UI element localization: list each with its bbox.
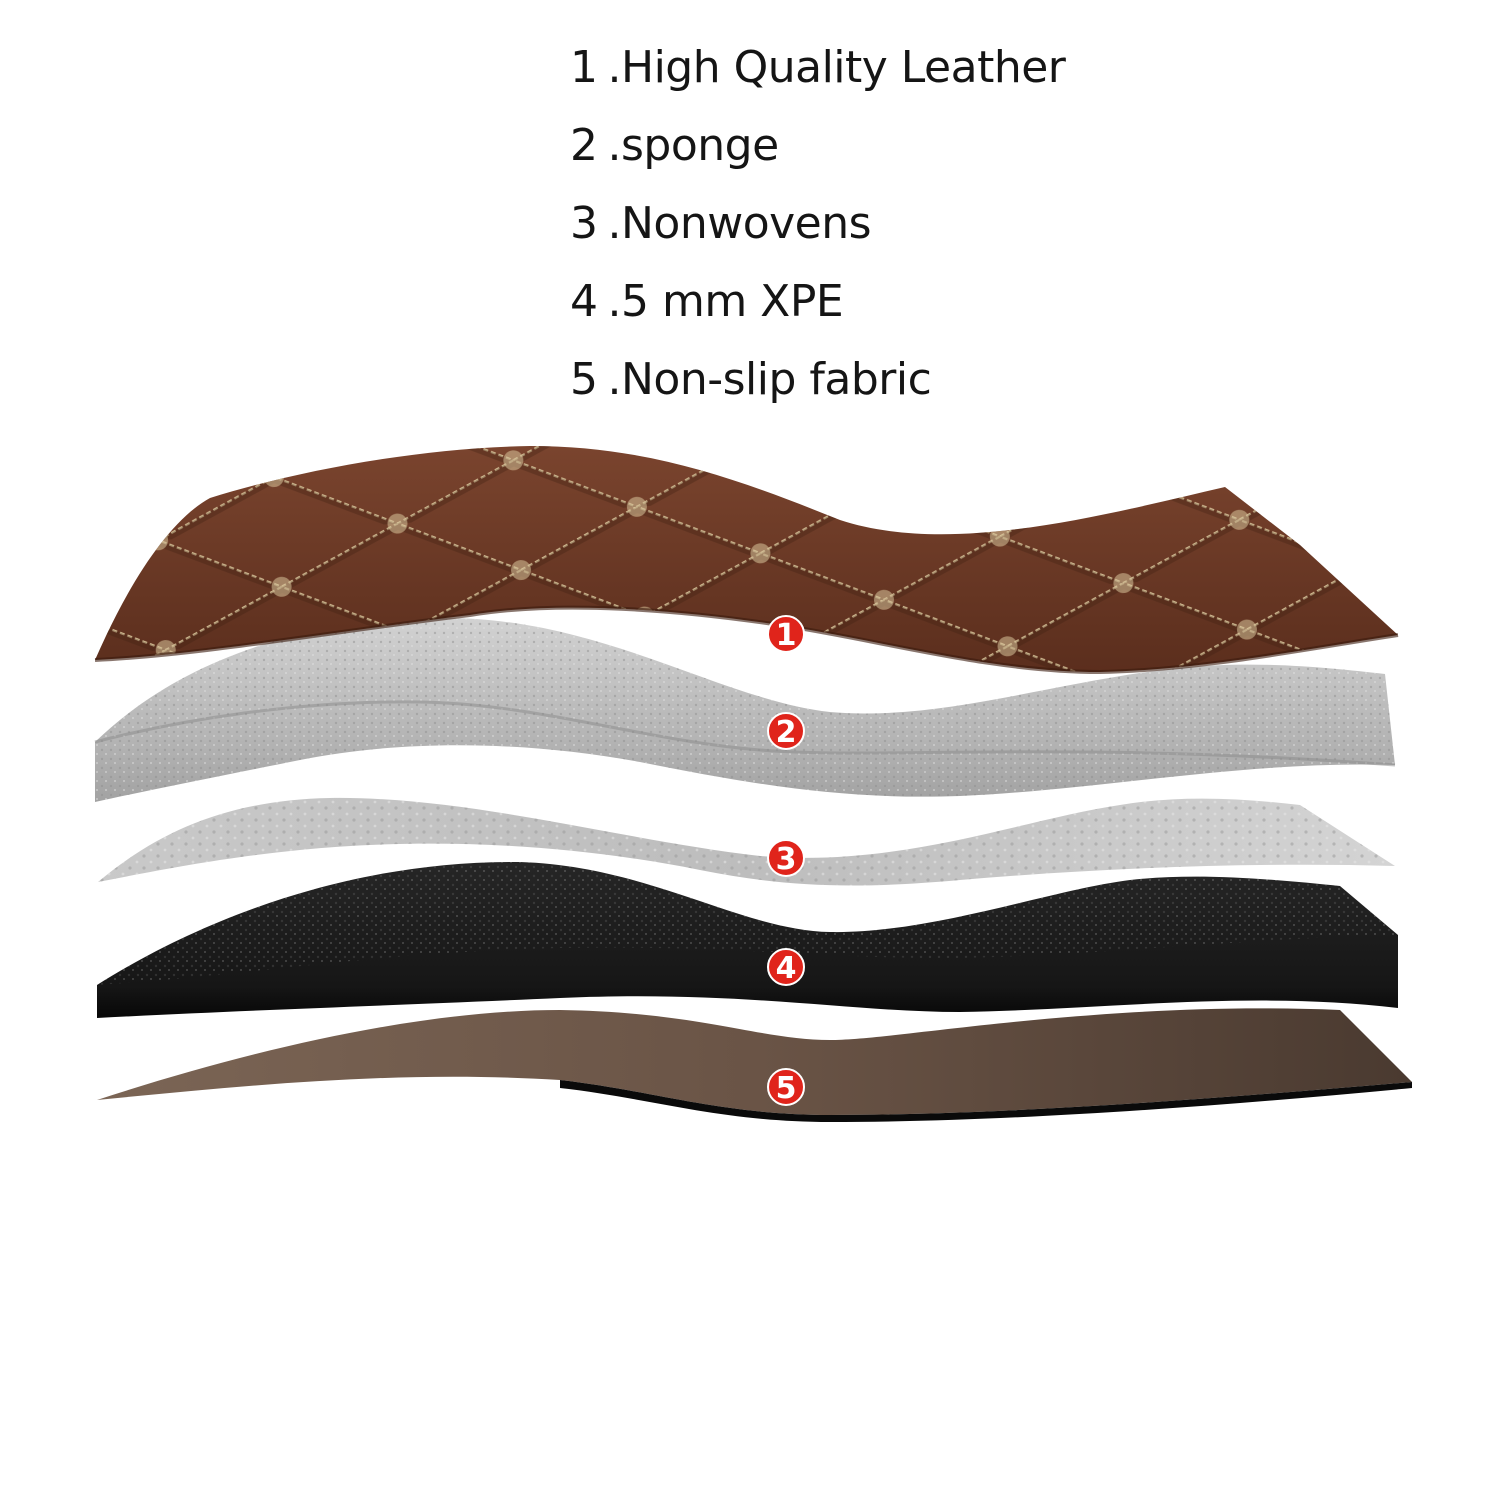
layer-nonwovens xyxy=(98,797,1395,886)
svg-text:5: 5 xyxy=(776,1071,797,1106)
svg-text:1: 1 xyxy=(776,618,797,653)
legend-item-sponge: 2.sponge xyxy=(570,120,779,171)
svg-text:4: 4 xyxy=(776,951,797,986)
badge-4: 4 xyxy=(767,948,805,986)
badge-1: 1 xyxy=(767,615,805,653)
badge-5: 5 xyxy=(767,1068,805,1106)
legend-item-non-slip-fabric: 5.Non-slip fabric xyxy=(570,354,932,405)
layer-xpe xyxy=(97,861,1398,1018)
layer-sponge xyxy=(94,617,1396,802)
layer-legend: 1.High Quality Leather 2.sponge 3.Nonwov… xyxy=(570,38,1270,428)
layer-non-slip-fabric xyxy=(97,1008,1412,1122)
badge-3: 3 xyxy=(767,839,805,877)
legend-item-leather: 1.High Quality Leather xyxy=(570,42,1066,93)
badge-2: 2 xyxy=(767,712,805,750)
layer-leather xyxy=(94,446,1399,675)
legend-item-xpe: 4.5 mm XPE xyxy=(570,276,844,327)
legend-item-nonwovens: 3.Nonwovens xyxy=(570,198,872,249)
svg-text:2: 2 xyxy=(776,715,797,750)
svg-text:3: 3 xyxy=(776,842,797,877)
